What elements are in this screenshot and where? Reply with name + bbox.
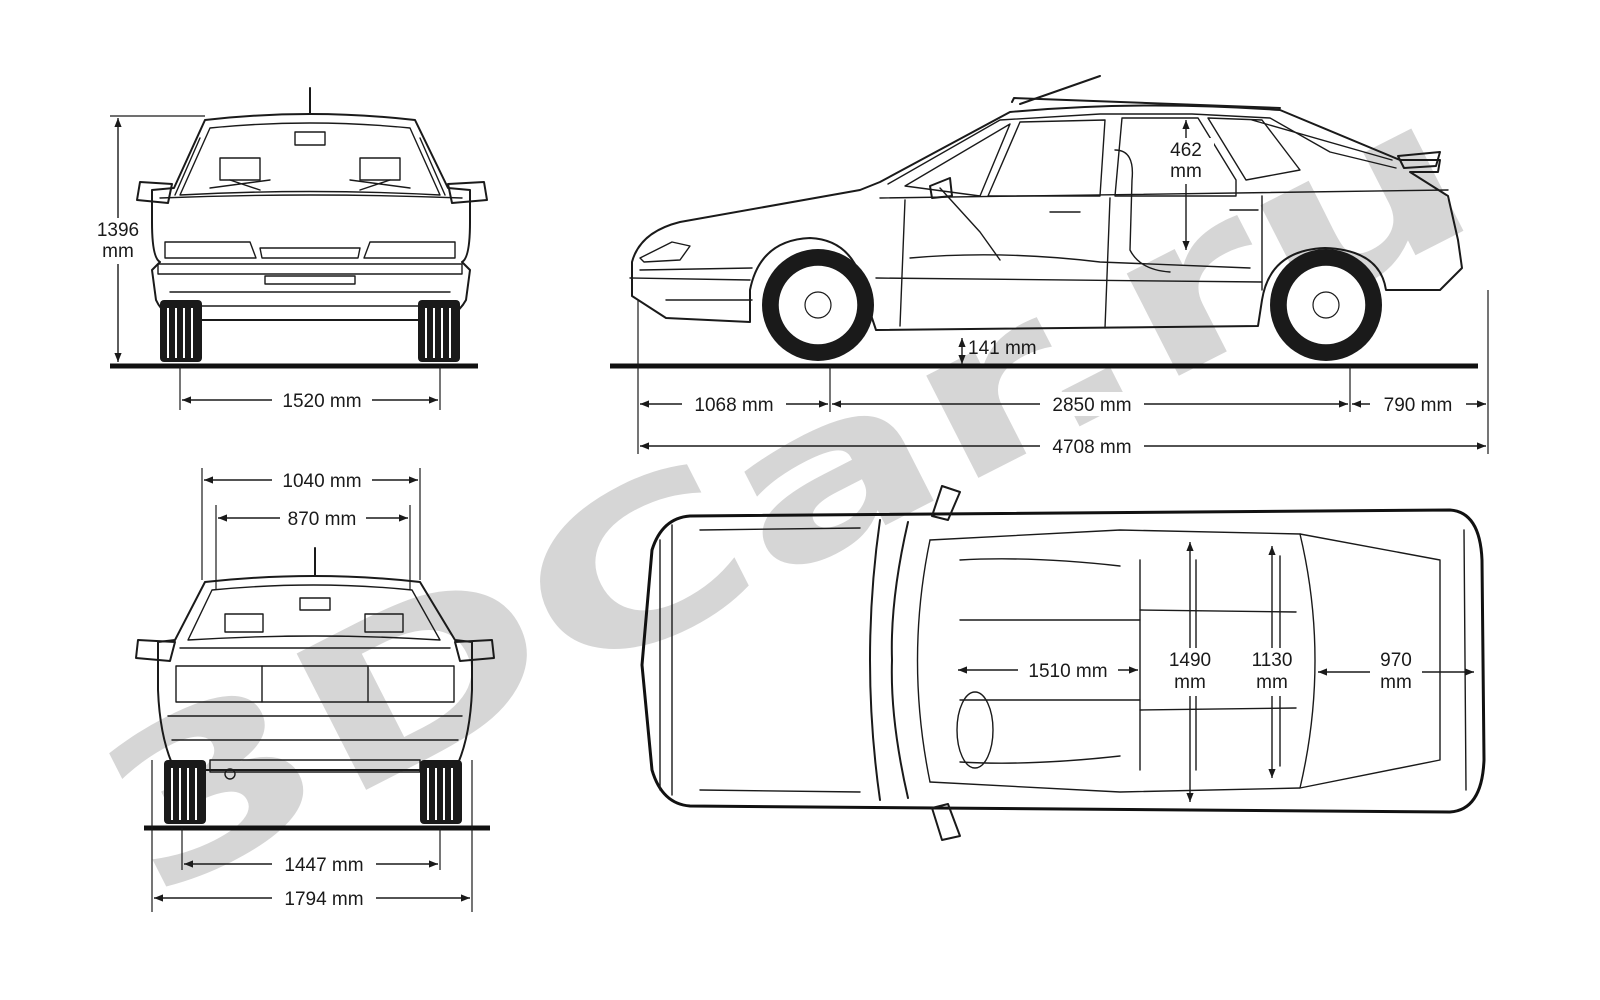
headroom-value: 462 xyxy=(1170,140,1202,161)
rear-roof-inner-label: 870 mm xyxy=(288,509,357,530)
cabin-length-label: 1510 mm xyxy=(1028,661,1107,682)
rear-width-unit: mm xyxy=(1256,672,1288,693)
top-view: 1510 mm 1490 mm 1130 mm 970 mm xyxy=(640,485,1486,841)
overall-length-label: 4708 mm xyxy=(1052,437,1131,458)
front-view: 1396 mm 1520 mm xyxy=(88,87,488,412)
front-height-value: 1396 xyxy=(97,220,139,241)
rear-track-label: 1447 mm xyxy=(284,855,363,876)
front-height-unit: mm xyxy=(102,241,134,262)
rear-width-value: 1130 xyxy=(1252,650,1293,671)
front-width-unit: mm xyxy=(1174,672,1206,693)
rear-overhang-label: 790 mm xyxy=(1384,395,1453,416)
rear-roof-outer-label: 1040 mm xyxy=(282,471,361,492)
headroom-unit: mm xyxy=(1170,161,1202,182)
overall-width-label: 1794 mm xyxy=(284,889,363,910)
boot-length-value: 970 xyxy=(1380,650,1412,671)
front-width-value: 1490 xyxy=(1169,650,1211,671)
ground-clearance-label: 141 mm xyxy=(968,338,1037,359)
front-overhang-label: 1068 mm xyxy=(694,395,773,416)
boot-length-unit: mm xyxy=(1380,672,1412,693)
wheelbase-label: 2850 mm xyxy=(1052,395,1131,416)
front-track-label: 1520 mm xyxy=(282,391,361,412)
rear-view: 1040 mm 870 mm 1447 mm 1794 mm xyxy=(135,468,495,912)
side-view: 462 mm 141 mm 1068 mm 2850 mm 790 mm 470… xyxy=(610,75,1489,458)
